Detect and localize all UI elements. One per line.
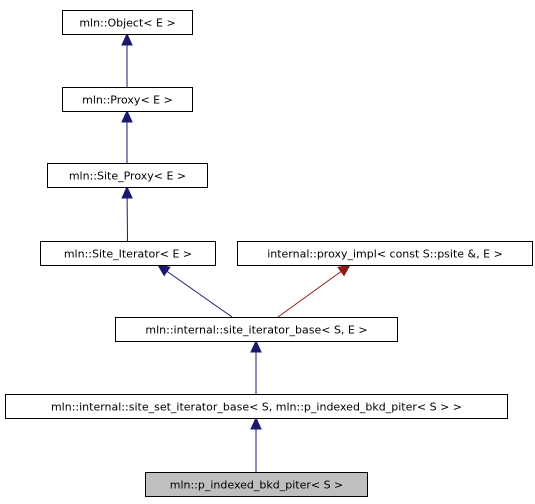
edge-site_iterator_base-to-site_iterator-line xyxy=(165,270,233,318)
class-node-object[interactable]: mln::Object< E > xyxy=(62,10,193,35)
edge-site_set_iterator_base-to-site_iterator_base xyxy=(250,339,262,394)
class-node-proxy-impl[interactable]: internal::proxy_impl< const S::psite &, … xyxy=(237,241,533,266)
edge-site_proxy-to-proxy-arrowhead xyxy=(121,109,133,123)
edge-site_iterator_base-to-site_iterator-arrowhead xyxy=(157,264,171,277)
class-label: mln::Object< E > xyxy=(79,17,175,30)
class-box xyxy=(62,10,193,35)
inheritance-edges xyxy=(121,32,351,472)
class-label: mln::Proxy< E > xyxy=(82,94,173,107)
class-label: mln::Site_Proxy< E > xyxy=(69,170,186,183)
edge-site_iterator-to-site_proxy-arrowhead xyxy=(121,185,133,199)
class-box xyxy=(62,87,193,112)
class-label: mln::p_indexed_bkd_piter< S > xyxy=(170,479,344,492)
edge-site_proxy-to-proxy xyxy=(121,109,133,163)
class-node-site-iterator[interactable]: mln::Site_Iterator< E > xyxy=(40,241,216,266)
edge-site_iterator_base-to-site_iterator xyxy=(157,264,233,318)
edge-site_iterator_base-to-proxy_impl-line xyxy=(277,270,343,318)
class-box xyxy=(5,394,508,419)
class-box xyxy=(40,241,216,266)
edge-site_iterator_base-to-proxy_impl-arrowhead xyxy=(337,264,351,277)
edge-p_indexed_bkd_piter-to-site_set_iterator_base xyxy=(250,416,262,472)
class-box xyxy=(145,472,368,497)
edge-proxy-to-object-arrowhead xyxy=(121,32,133,46)
class-label: mln::internal::site_set_iterator_base< S… xyxy=(51,401,462,414)
class-box xyxy=(237,241,533,266)
class-node-site-proxy[interactable]: mln::Site_Proxy< E > xyxy=(47,163,208,188)
edge-site_iterator_base-to-proxy_impl xyxy=(277,264,351,318)
edge-p_indexed_bkd_piter-to-site_set_iterator_base-arrowhead xyxy=(250,416,262,430)
class-label: mln::internal::site_iterator_base< S, E … xyxy=(145,324,367,337)
class-nodes: mln::Object< E >mln::Proxy< E >mln::Site… xyxy=(5,10,533,497)
class-node-site-iterator-base[interactable]: mln::internal::site_iterator_base< S, E … xyxy=(115,317,398,342)
class-label: internal::proxy_impl< const S::psite &, … xyxy=(267,248,503,261)
class-node-proxy[interactable]: mln::Proxy< E > xyxy=(62,87,193,112)
edge-site_set_iterator_base-to-site_iterator_base-arrowhead xyxy=(250,339,262,353)
class-node-p-indexed-bkd-piter: mln::p_indexed_bkd_piter< S > xyxy=(145,472,368,497)
edge-site_iterator-to-site_proxy xyxy=(121,185,133,242)
class-box xyxy=(115,317,398,342)
class-label: mln::Site_Iterator< E > xyxy=(64,248,192,261)
class-node-site-set-iterator-base[interactable]: mln::internal::site_set_iterator_base< S… xyxy=(5,394,508,419)
edge-proxy-to-object xyxy=(121,32,133,87)
class-box xyxy=(47,163,208,188)
